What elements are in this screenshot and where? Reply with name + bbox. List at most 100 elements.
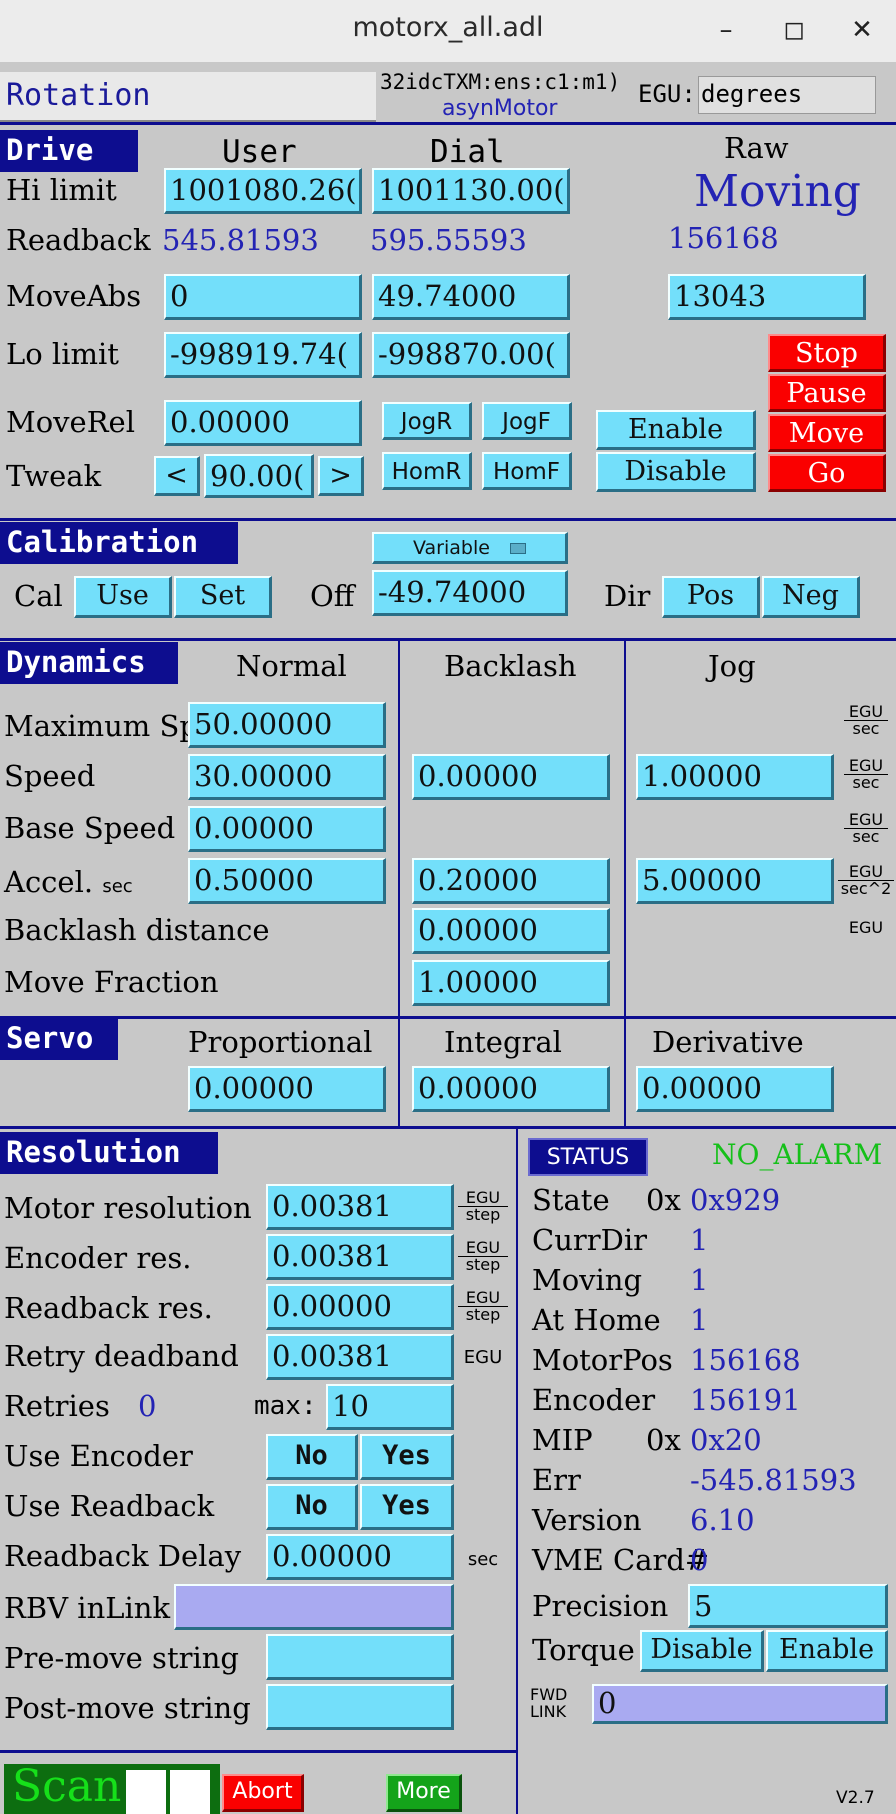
stop-button[interactable]: Stop (768, 334, 886, 372)
motor-resolution-input[interactable]: 0.00381 (266, 1184, 454, 1230)
max-speed-label: Maximum Spd (4, 709, 217, 743)
premove-input[interactable] (266, 1634, 454, 1680)
proportional-gain-input[interactable]: 0.00000 (188, 1066, 386, 1112)
lo-limit-user-input[interactable]: -998919.74( (164, 332, 362, 378)
hi-limit-dial-input[interactable]: 1001130.00( (372, 168, 570, 214)
moveabs-raw-input[interactable]: 13043 (668, 274, 866, 320)
moving-indicator: Moving (694, 166, 861, 217)
vme-card-label: VME Card# (532, 1543, 710, 1577)
use-encoder-no-button[interactable]: No (266, 1434, 358, 1480)
retries-value: 0 (138, 1389, 157, 1423)
jog-forward-button[interactable]: JogF (482, 402, 572, 440)
tweak-step-input[interactable]: 90.00( (204, 454, 314, 498)
precision-input[interactable]: 5 (688, 1584, 888, 1628)
integral-header: Integral (444, 1025, 562, 1059)
postmove-input[interactable] (266, 1684, 454, 1730)
version-value: 6.10 (690, 1503, 755, 1537)
lo-limit-dial-input[interactable]: -998870.00( (372, 332, 570, 378)
more-button[interactable]: More (386, 1774, 462, 1812)
maximize-icon[interactable]: ◻ (783, 15, 805, 45)
divider (624, 640, 626, 1018)
backlash-accel-input[interactable]: 0.20000 (412, 858, 610, 904)
description-box (0, 72, 376, 122)
retry-deadband-input[interactable]: 0.00381 (266, 1334, 454, 1380)
moveabs-user-input[interactable]: 0 (164, 274, 362, 320)
err-label: Err (532, 1463, 581, 1497)
retries-max-input[interactable]: 10 (326, 1384, 454, 1430)
readback-delay-input[interactable]: 0.00000 (266, 1534, 454, 1580)
home-forward-button[interactable]: HomF (482, 452, 572, 490)
retries-max-label: max: (254, 1391, 317, 1421)
egu-field[interactable]: degrees (698, 76, 876, 114)
disable-button[interactable]: Disable (596, 452, 756, 492)
integral-gain-input[interactable]: 0.00000 (412, 1066, 610, 1112)
backlash-distance-input[interactable]: 0.00000 (412, 908, 610, 954)
jog-reverse-button[interactable]: JogR (382, 402, 472, 440)
max-speed-input[interactable]: 50.00000 (188, 702, 386, 748)
calibration-section-title: Calibration (0, 522, 238, 564)
state-value: 0x929 (690, 1183, 781, 1217)
moveabs-dial-input[interactable]: 49.74000 (372, 274, 570, 320)
divider (516, 1126, 518, 1814)
state-prefix: 0x (646, 1183, 681, 1217)
go-button[interactable]: Go (768, 454, 886, 492)
base-speed-input[interactable]: 0.00000 (188, 806, 386, 852)
home-reverse-button[interactable]: HomR (382, 452, 472, 490)
moverel-input[interactable]: 0.00000 (164, 400, 362, 446)
encoder-res-label: Encoder res. (4, 1241, 192, 1275)
postmove-label: Post-move string (4, 1691, 251, 1725)
tweak-reverse-button[interactable]: < (154, 456, 200, 496)
retry-deadband-label: Retry deadband (4, 1339, 239, 1373)
readback-res-input[interactable]: 0.00000 (266, 1284, 454, 1330)
tweak-label: Tweak (6, 459, 102, 493)
dir-pos-button[interactable]: Pos (662, 576, 760, 618)
torque-enable-button[interactable]: Enable (766, 1630, 888, 1672)
accel-input[interactable]: 0.50000 (188, 858, 386, 904)
abort-button[interactable]: Abort (222, 1774, 304, 1812)
premove-label: Pre-move string (4, 1641, 239, 1675)
use-encoder-yes-button[interactable]: Yes (360, 1434, 454, 1480)
pause-button[interactable]: Pause (768, 374, 886, 412)
dir-label: Dir (604, 579, 651, 613)
encoder-res-input[interactable]: 0.00381 (266, 1234, 454, 1280)
divider (0, 638, 896, 641)
move-fraction-label: Move Fraction (4, 965, 219, 999)
status-button[interactable]: STATUS (528, 1138, 648, 1176)
calibration-mode-menu[interactable]: Variable (372, 532, 568, 564)
derivative-gain-input[interactable]: 0.00000 (636, 1066, 834, 1112)
enable-button[interactable]: Enable (596, 410, 756, 450)
rbv-inlink-input[interactable] (174, 1584, 454, 1630)
fwd-link-input[interactable]: 0 (592, 1684, 888, 1724)
jog-speed-input[interactable]: 1.00000 (636, 754, 834, 800)
move-button[interactable]: Move (768, 414, 886, 452)
speed-input[interactable]: 30.00000 (188, 754, 386, 800)
jog-accel-input[interactable]: 5.00000 (636, 858, 834, 904)
minimize-icon[interactable]: – (719, 15, 733, 45)
divider (0, 122, 896, 125)
encoder-label: Encoder (532, 1383, 656, 1417)
divider (398, 640, 400, 1018)
cal-set-button[interactable]: Set (174, 576, 272, 618)
backlash-speed-input[interactable]: 0.00000 (412, 754, 610, 800)
use-readback-no-button[interactable]: No (266, 1484, 358, 1530)
tweak-forward-button[interactable]: > (318, 456, 364, 496)
hi-limit-user-input[interactable]: 1001080.26( (164, 168, 362, 214)
motor-resolution-label: Motor resolution (4, 1191, 252, 1225)
cal-use-button[interactable]: Use (74, 576, 172, 618)
divider (0, 1016, 896, 1019)
use-readback-yes-button[interactable]: Yes (360, 1484, 454, 1530)
close-icon[interactable]: ✕ (851, 15, 873, 45)
use-encoder-label: Use Encoder (4, 1439, 193, 1473)
readback-delay-label: Readback Delay (4, 1539, 242, 1573)
torque-disable-button[interactable]: Disable (640, 1630, 764, 1672)
move-fraction-input[interactable]: 1.00000 (412, 960, 610, 1006)
torque-label: Torque (532, 1633, 635, 1667)
dial-column-header: Dial (430, 134, 505, 170)
motorpos-value: 156168 (690, 1343, 801, 1377)
offset-input[interactable]: -49.74000 (372, 570, 568, 616)
dir-neg-button[interactable]: Neg (762, 576, 860, 618)
jog-column-header: Jog (708, 649, 756, 683)
